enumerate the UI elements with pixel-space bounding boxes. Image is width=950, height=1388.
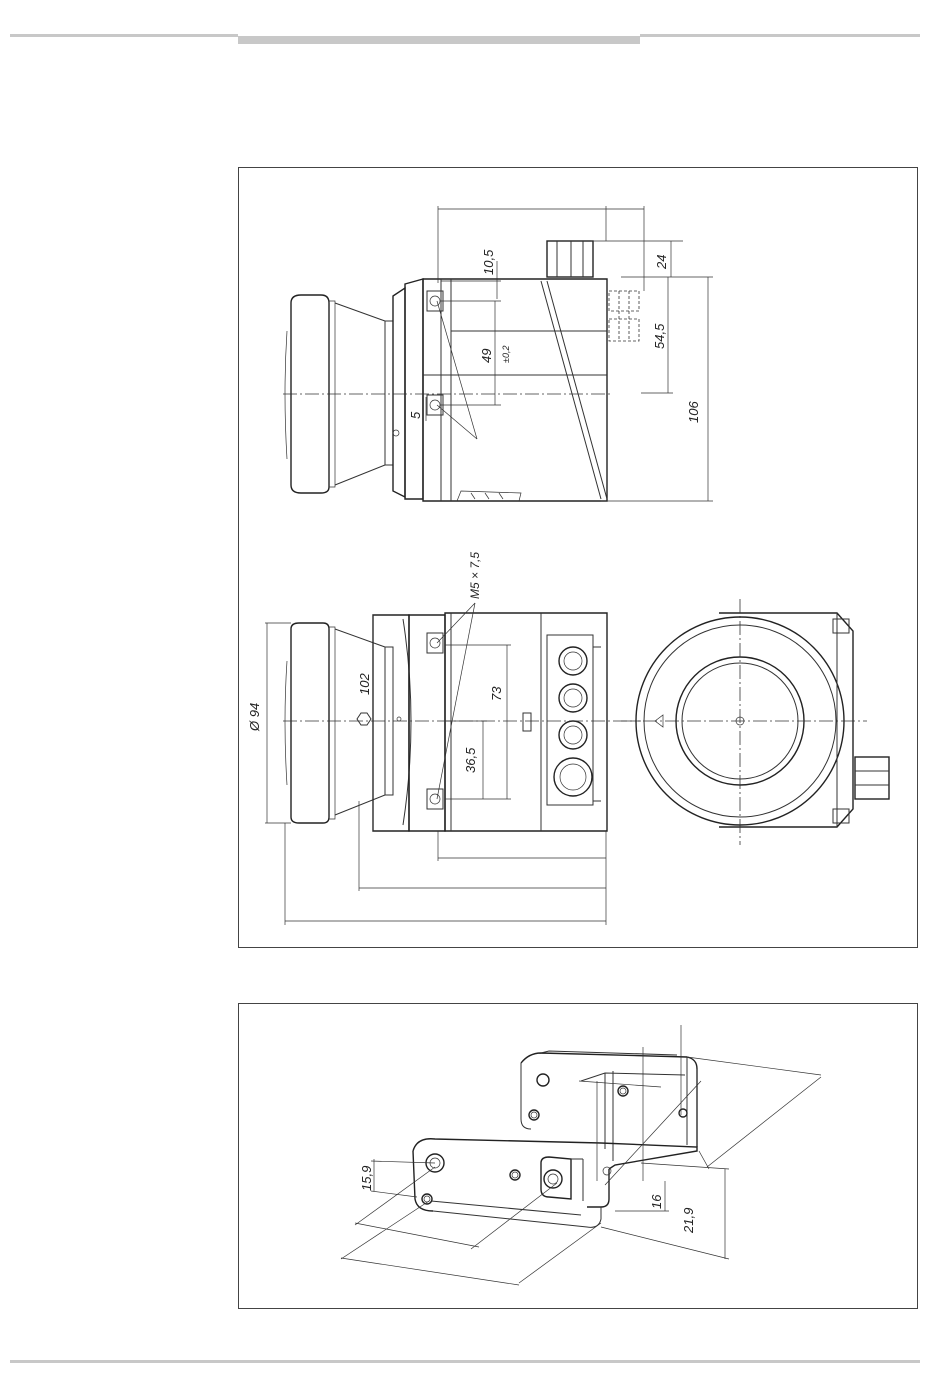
header-rule-thick — [238, 36, 640, 44]
footer-rule — [10, 1360, 920, 1363]
dim-diameter-94: Ø 94 — [247, 703, 262, 732]
bracket-drawing: 15,9 16 21,9 — [239, 1004, 919, 1310]
dim-21-9: 21,9 — [681, 1208, 696, 1234]
dim-106: 106 — [686, 401, 701, 423]
dimension-drawing-panel: 10,5 24 54,5 49 ±0,2 106 5 — [238, 167, 918, 948]
header-rule-right — [640, 34, 920, 37]
header-rule-left — [10, 34, 238, 37]
mounting-bracket: 15,9 16 21,9 — [341, 1025, 821, 1285]
dim-5: 5 — [408, 411, 423, 419]
dim-10-5: 10,5 — [481, 249, 496, 275]
dim-24: 24 — [654, 255, 669, 270]
dim-36-5: 36,5 — [463, 747, 478, 773]
dim-54-5: 54,5 — [652, 323, 667, 349]
dim-m5: M5 × 7,5 — [468, 552, 482, 599]
dim-102: 102 — [357, 673, 372, 695]
bracket-drawing-panel: 15,9 16 21,9 — [238, 1003, 918, 1309]
dim-73: 73 — [489, 686, 504, 701]
dimension-drawing: 10,5 24 54,5 49 ±0,2 106 5 — [239, 168, 919, 949]
dim-15-9: 15,9 — [359, 1166, 374, 1191]
front-view — [621, 599, 889, 845]
dim-tolerance: ±0,2 — [501, 346, 511, 363]
side-view: 10,5 24 54,5 49 ±0,2 106 5 — [283, 206, 713, 501]
dim-49: 49 — [479, 349, 494, 363]
dim-16: 16 — [649, 1194, 664, 1209]
top-view: M5 × 7,5 Ø 94 102 73 36,5 — [247, 552, 641, 925]
